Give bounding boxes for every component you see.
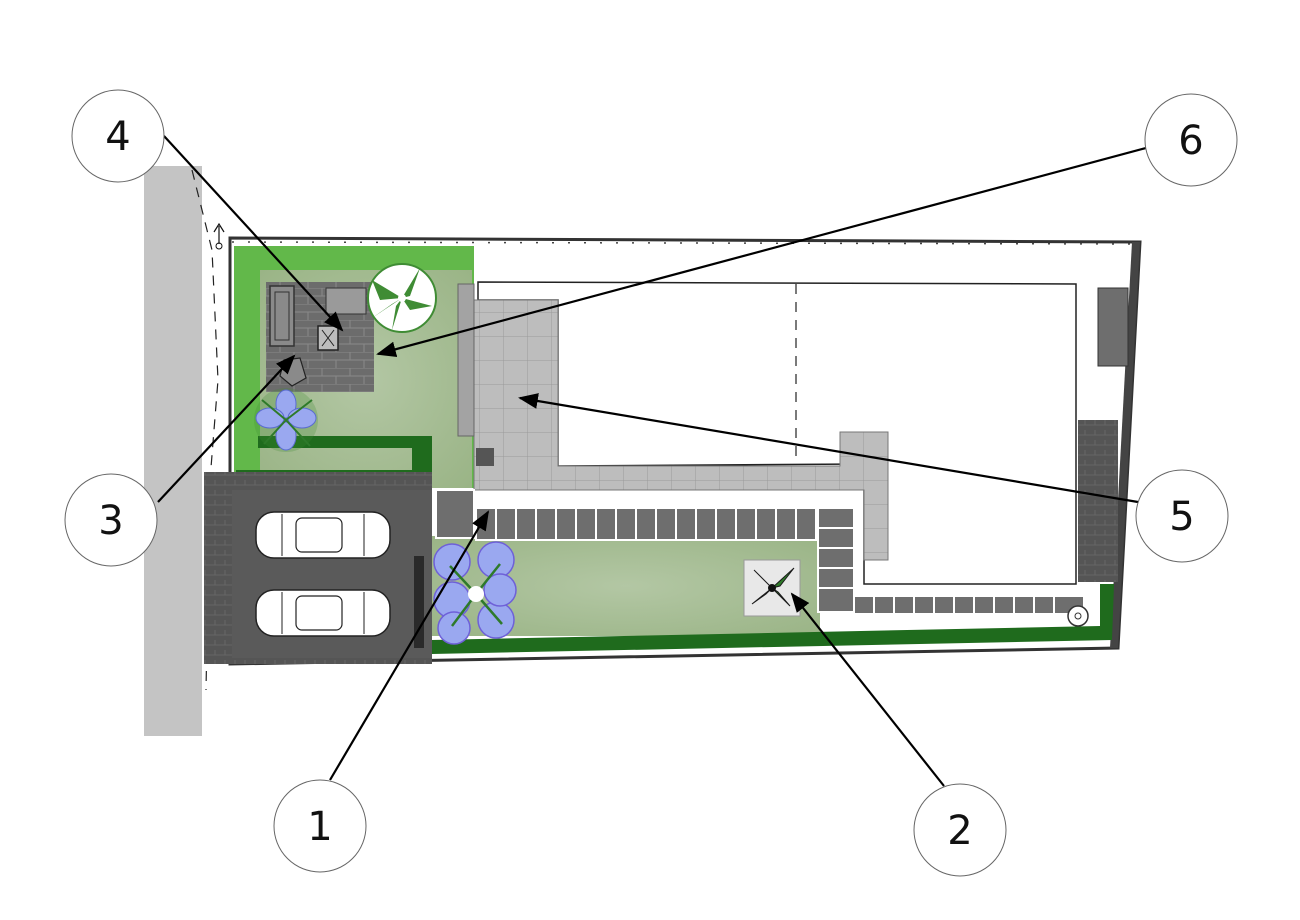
callout-3-label: 3 [98, 498, 123, 544]
water-tap-icon [1067, 605, 1089, 627]
callout-5: 5 [1135, 469, 1229, 563]
plant-icon [433, 541, 517, 645]
callout-5-label: 5 [1169, 494, 1194, 540]
car-icon [255, 589, 391, 637]
callout-6: 6 [1144, 93, 1238, 187]
callout-1-label: 1 [307, 804, 332, 850]
terrace [473, 299, 889, 561]
callout-leaders [157, 135, 1147, 787]
callout-2: 2 [913, 783, 1007, 877]
plant-icon [367, 263, 437, 333]
leader-2 [790, 592, 945, 787]
callout-1: 1 [273, 779, 367, 873]
shed [1097, 287, 1129, 367]
callout-2-label: 2 [947, 808, 972, 854]
leader-3 [157, 354, 296, 503]
rear-hedge [432, 584, 1114, 654]
street [144, 166, 202, 736]
callout-4-label: 4 [105, 114, 130, 160]
car-icon [255, 511, 391, 559]
plant-icon [254, 388, 318, 452]
stepping-stones-row [435, 489, 1085, 615]
side-path [1078, 420, 1118, 582]
leader-6 [376, 146, 1147, 358]
bench [269, 285, 295, 347]
leader-1 [329, 510, 490, 781]
plant-icon [743, 559, 801, 617]
leader-5 [518, 393, 1139, 504]
leader-4 [163, 135, 344, 332]
callout-3: 3 [64, 473, 158, 567]
north-arrow-icon [213, 222, 225, 250]
callout-6-label: 6 [1178, 118, 1203, 164]
callout-4: 4 [71, 89, 165, 183]
gate [414, 556, 424, 648]
